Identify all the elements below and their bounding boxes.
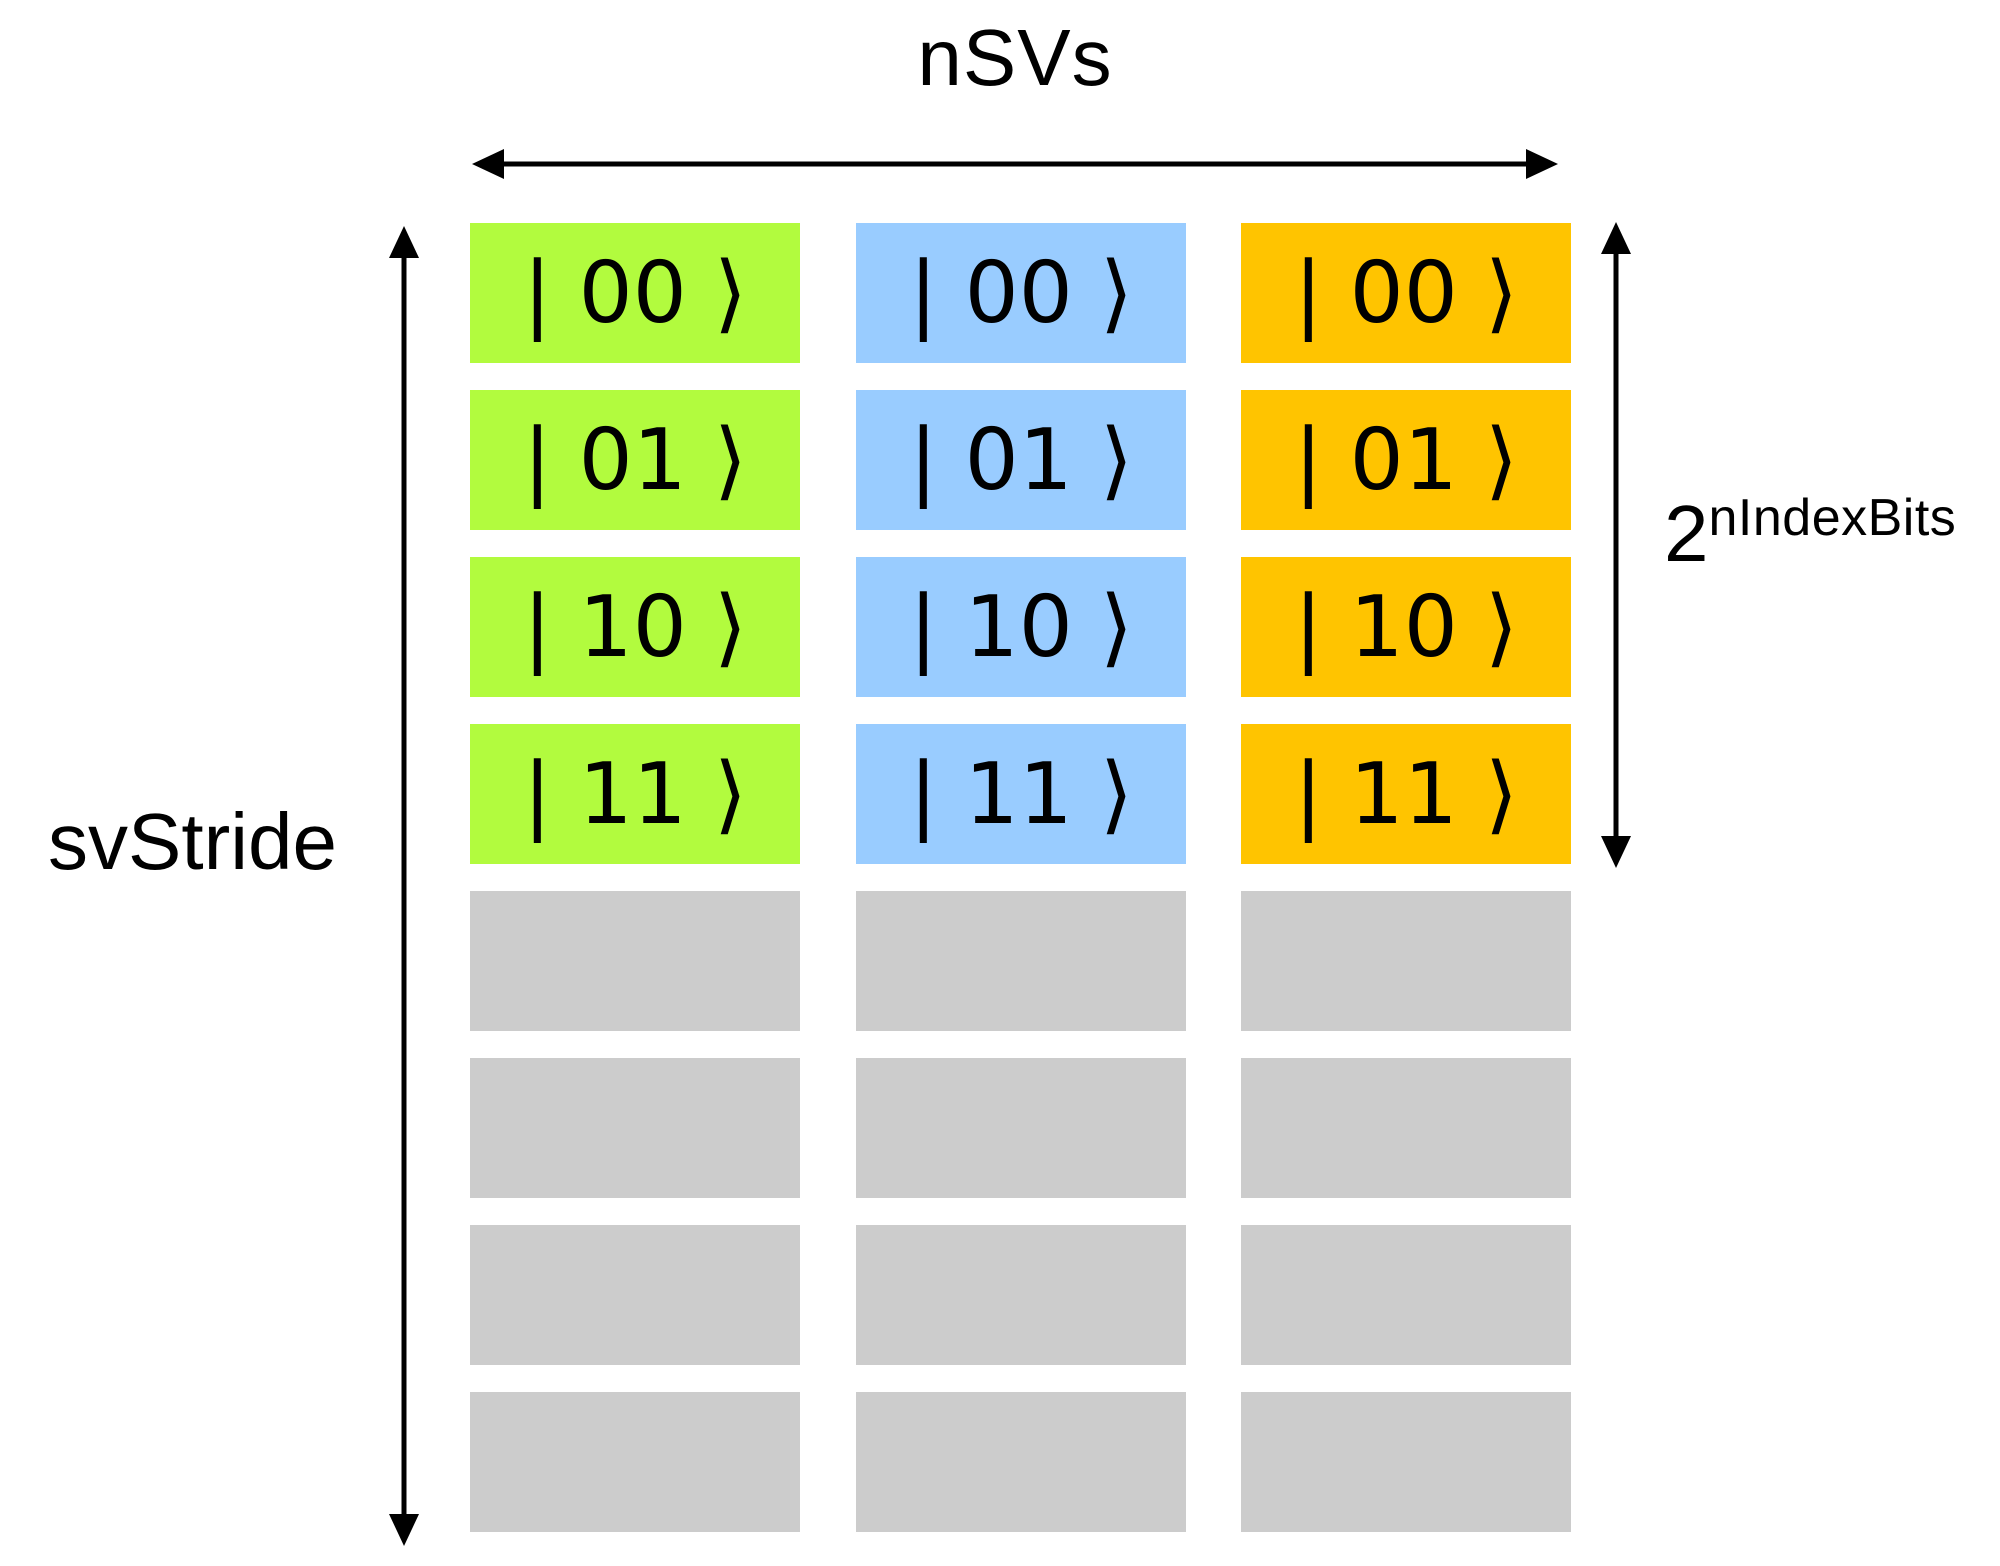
basis-state-cell: | 01 ⟩ xyxy=(470,390,800,530)
ket-label: | 10 ⟩ xyxy=(1294,577,1518,677)
basis-state-cell: | 00 ⟩ xyxy=(856,223,1186,363)
basis-state-cell: | 00 ⟩ xyxy=(1241,223,1571,363)
ket-label: | 01 ⟩ xyxy=(909,410,1133,510)
basis-state-cell: | 01 ⟩ xyxy=(856,390,1186,530)
nindexbits-label: 2nIndexBits xyxy=(1664,492,1956,574)
ket-label: | 01 ⟩ xyxy=(523,410,747,510)
empty-cell xyxy=(470,1058,800,1198)
basis-state-cell: | 11 ⟩ xyxy=(1241,724,1571,864)
nindexbits-base: 2 xyxy=(1664,489,1709,578)
svstride-height-arrow xyxy=(389,226,419,1546)
nindexbits-superscript: nIndexBits xyxy=(1708,489,1957,547)
nsvs-title: nSVs xyxy=(917,13,1113,102)
empty-cell xyxy=(1241,1225,1571,1365)
basis-state-cell: | 10 ⟩ xyxy=(856,557,1186,697)
basis-state-cell: | 10 ⟩ xyxy=(1241,557,1571,697)
state-vector-column-1: | 00 ⟩ | 01 ⟩ | 10 ⟩ | 11 ⟩ xyxy=(470,223,800,1532)
ket-label: | 01 ⟩ xyxy=(1294,410,1518,510)
nindexbits-height-arrow xyxy=(1601,222,1631,868)
nsvs-width-arrow xyxy=(472,149,1558,179)
ket-label: | 11 ⟩ xyxy=(523,744,747,844)
empty-cell xyxy=(470,891,800,1031)
empty-cell xyxy=(856,1058,1186,1198)
ket-label: | 10 ⟩ xyxy=(523,577,747,677)
basis-state-cell: | 10 ⟩ xyxy=(470,557,800,697)
basis-state-cell: | 01 ⟩ xyxy=(1241,390,1571,530)
ket-label: | 00 ⟩ xyxy=(909,243,1133,343)
empty-cell xyxy=(856,891,1186,1031)
state-vector-column-3: | 00 ⟩ | 01 ⟩ | 10 ⟩ | 11 ⟩ xyxy=(1241,223,1571,1532)
svstride-label: svStride xyxy=(48,797,337,886)
basis-state-cell: | 00 ⟩ xyxy=(470,223,800,363)
empty-cell xyxy=(1241,1058,1571,1198)
empty-cell xyxy=(1241,891,1571,1031)
ket-label: | 00 ⟩ xyxy=(523,243,747,343)
basis-state-cell: | 11 ⟩ xyxy=(856,724,1186,864)
ket-label: | 11 ⟩ xyxy=(909,744,1133,844)
empty-cell xyxy=(856,1392,1186,1532)
ket-label: | 10 ⟩ xyxy=(909,577,1133,677)
state-vector-column-2: | 00 ⟩ | 01 ⟩ | 10 ⟩ | 11 ⟩ xyxy=(856,223,1186,1532)
ket-label: | 11 ⟩ xyxy=(1294,744,1518,844)
empty-cell xyxy=(1241,1392,1571,1532)
empty-cell xyxy=(856,1225,1186,1365)
basis-state-cell: | 11 ⟩ xyxy=(470,724,800,864)
empty-cell xyxy=(470,1225,800,1365)
ket-label: | 00 ⟩ xyxy=(1294,243,1518,343)
empty-cell xyxy=(470,1392,800,1532)
